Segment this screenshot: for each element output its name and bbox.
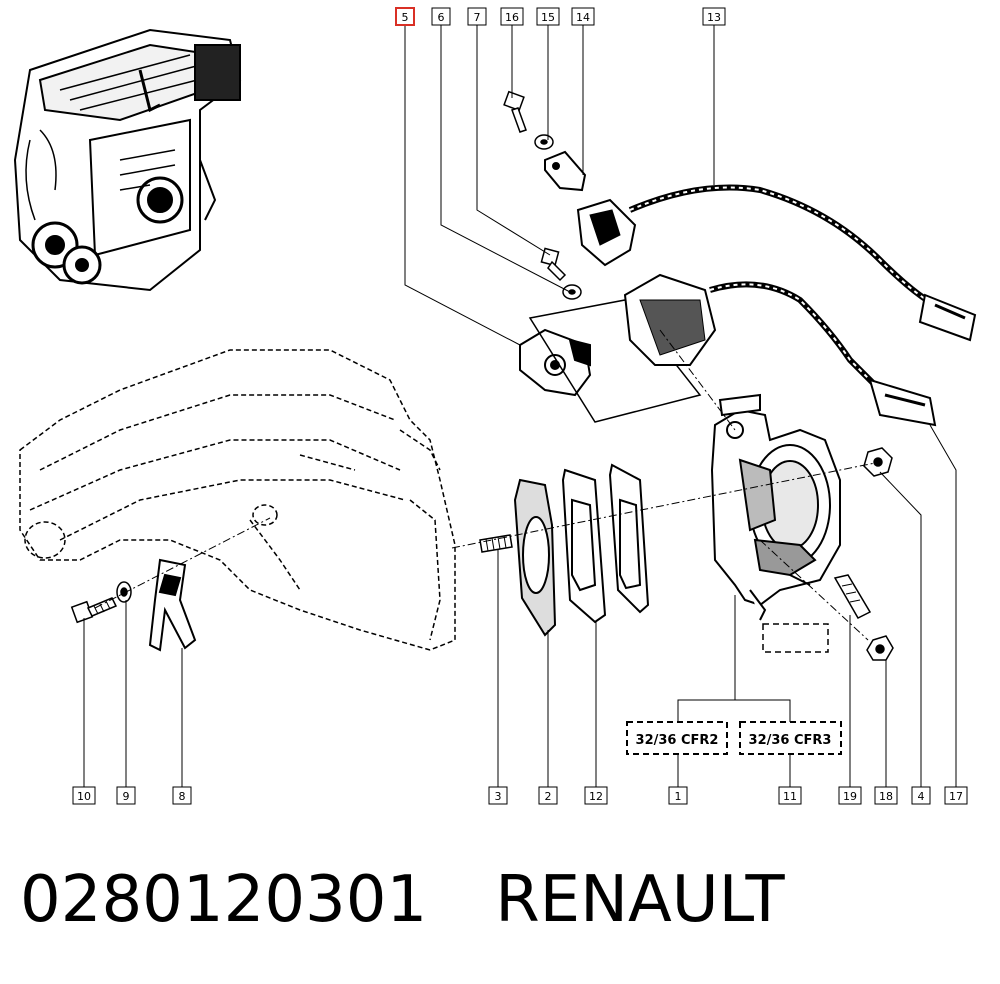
- svg-text:32/36 CFR2: 32/36 CFR2: [636, 733, 719, 748]
- svg-text:15: 15: [541, 11, 555, 24]
- callout-3: 3: [488, 786, 508, 805]
- svg-text:32/36 CFR3: 32/36 CFR3: [749, 733, 832, 748]
- screw-19: [833, 574, 872, 619]
- svg-text:9: 9: [123, 790, 130, 803]
- callout-14: 14: [571, 7, 595, 26]
- svg-text:16: 16: [505, 11, 519, 24]
- svg-text:10: 10: [77, 790, 91, 803]
- brand-name: RENAULT: [495, 863, 785, 937]
- callout-10: 10: [72, 786, 96, 805]
- svg-text:11: 11: [783, 790, 797, 803]
- svg-text:12: 12: [589, 790, 603, 803]
- model-box-cfr2: 32/36 CFR2: [626, 721, 728, 755]
- svg-text:19: 19: [843, 790, 857, 803]
- throttle-position-sensor-5: [519, 328, 592, 397]
- svg-text:3: 3: [495, 790, 502, 803]
- callouts-bottom: 10 9 8 3 2 12 1 11: [72, 786, 968, 805]
- part-caption: 0280120301 RENAULT: [20, 860, 980, 940]
- spacer-12: [561, 468, 607, 624]
- svg-text:14: 14: [576, 11, 590, 24]
- leader-lines: [83, 25, 957, 788]
- callout-16: 16: [500, 7, 524, 26]
- model-box-cfr3: 32/36 CFR3: [739, 721, 842, 755]
- callout-4: 4: [911, 786, 931, 805]
- washer-6: [562, 284, 582, 300]
- nut-18: [866, 635, 894, 661]
- callout-8: 8: [172, 786, 192, 805]
- svg-text:8: 8: [179, 790, 186, 803]
- svg-text:7: 7: [474, 11, 481, 24]
- callout-7: 7: [467, 7, 487, 26]
- callout-12: 12: [584, 786, 608, 805]
- callout-19: 19: [838, 786, 862, 805]
- callout-17: 17: [944, 786, 968, 805]
- callout-2: 2: [538, 786, 558, 805]
- svg-text:13: 13: [707, 11, 721, 24]
- wiring-harness-13: [576, 184, 977, 342]
- callout-11: 11: [778, 786, 802, 805]
- svg-text:4: 4: [918, 790, 925, 803]
- assembly-lines: [94, 329, 881, 641]
- throttle-body: [710, 393, 841, 621]
- callouts-top: 5 6 7 16 15 14 13: [395, 7, 726, 26]
- connector-clip-14: [544, 150, 587, 192]
- stud-3: [479, 534, 513, 553]
- svg-text:17: 17: [949, 790, 963, 803]
- sensor-with-cable: [623, 273, 937, 427]
- gasket-thin: [608, 463, 650, 614]
- callout-5: 5: [395, 7, 415, 26]
- part-number: 0280120301: [20, 863, 428, 937]
- washer-9: [116, 581, 132, 603]
- sensor-detail-frame: [528, 299, 702, 423]
- callout-13: 13: [702, 7, 726, 26]
- screw-7: [540, 247, 567, 282]
- callout-9: 9: [116, 786, 136, 805]
- bolt-10: [70, 597, 118, 624]
- svg-text:6: 6: [438, 11, 445, 24]
- callout-18: 18: [874, 786, 898, 805]
- alternate-part-placeholder: [762, 623, 829, 653]
- bolt-16: [503, 90, 527, 133]
- svg-text:18: 18: [879, 790, 893, 803]
- intake-manifold-outline: [19, 349, 456, 651]
- callout-1: 1: [668, 786, 688, 805]
- svg-text:1: 1: [675, 790, 682, 803]
- callout-15: 15: [536, 7, 560, 26]
- washer-15: [534, 134, 554, 150]
- svg-text:2: 2: [545, 790, 552, 803]
- bracket-8: [148, 558, 197, 652]
- engine-thumbnail: [13, 28, 242, 292]
- callout-6: 6: [431, 7, 451, 26]
- gasket-2: [513, 478, 557, 637]
- svg-text:5: 5: [402, 11, 409, 24]
